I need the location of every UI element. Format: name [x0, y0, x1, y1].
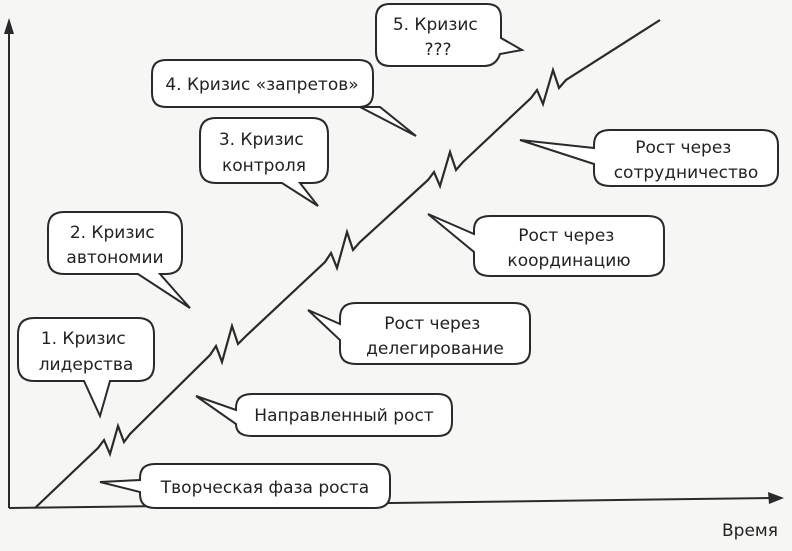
growth-bubble-2: Направленный рост — [195, 393, 453, 437]
growth-3-line-2: делегирование — [366, 339, 504, 359]
crisis-5-line-1: 5. Кризис — [393, 15, 478, 35]
growth-bubble-4-shape — [427, 213, 665, 277]
growth-5-line-2: сотрудничество — [614, 163, 759, 183]
crisis-2-line-1: 2. Кризис — [70, 223, 155, 243]
crisis-bubble-5: 5. Кризис ??? — [375, 3, 525, 67]
crisis-3-line-2: контроля — [222, 156, 306, 176]
growth-bubble-5-text: Рост через сотрудничество — [614, 138, 759, 183]
crisis-2-line-2: автономии — [66, 248, 163, 268]
crisis-bubble-4-shape — [151, 59, 417, 137]
crisis-bubble-2-text: 2. Кризис автономии — [66, 223, 163, 268]
x-axis — [8, 497, 773, 509]
growth-bubble-5-shape — [519, 129, 779, 187]
growth-bubble-3: Рост через делегирование — [307, 302, 531, 365]
x-axis-label: Время — [722, 521, 778, 541]
crisis-bubble-3-shape — [199, 117, 329, 207]
crisis-bubble-5-shape — [375, 3, 525, 67]
crisis-bubble-1-shape — [17, 317, 155, 419]
growth-2-line-1: Направленный рост — [254, 406, 434, 426]
growth-bubble-3-text: Рост через делегирование — [366, 314, 504, 359]
y-axis-arrowhead — [4, 18, 14, 34]
growth-4-line-1: Рост через — [518, 226, 614, 246]
x-axis-arrowhead — [768, 492, 784, 504]
crisis-bubble-2: 2. Кризис автономии — [47, 211, 191, 309]
growth-bubble-2-text: Направленный рост — [254, 406, 434, 426]
crisis-bubble-4-text: 4. Кризис «запретов» — [165, 75, 358, 95]
crisis-bubble-3: 3. Кризис контроля — [199, 117, 329, 207]
growth-bubble-5: Рост через сотрудничество — [519, 129, 779, 187]
growth-bubble-1-text: Творческая фаза роста — [160, 478, 369, 498]
growth-bubble-4-text: Рост через координацию — [507, 226, 630, 271]
growth-line — [34, 19, 661, 509]
crisis-1-line-2: лидерства — [39, 355, 134, 375]
crisis-3-line-1: 3. Кризис — [219, 130, 304, 150]
growth-3-line-1: Рост через — [384, 314, 480, 334]
crisis-bubble-5-text: 5. Кризис ??? — [393, 15, 483, 60]
crisis-bubble-1-text: 1. Кризис лидерства — [39, 329, 134, 375]
crisis-4-line-1: 4. Кризис «запретов» — [165, 75, 358, 95]
crisis-bubble-1: 1. Кризис лидерства — [17, 317, 155, 419]
growth-1-line-1: Творческая фаза роста — [160, 478, 369, 498]
growth-bubble-4: Рост через координацию — [427, 213, 665, 277]
growth-bubble-1-shape — [99, 463, 391, 509]
growth-bubble-3-shape — [307, 302, 531, 365]
growth-bubble-1: Творческая фаза роста — [99, 463, 391, 509]
growth-bubble-2-shape — [195, 393, 453, 437]
crisis-5-line-2: ??? — [424, 40, 451, 60]
crisis-1-line-1: 1. Кризис — [41, 329, 126, 349]
growth-4-line-2: координацию — [507, 251, 630, 271]
crisis-bubble-2-shape — [47, 211, 191, 309]
crisis-bubble-4: 4. Кризис «запретов» — [151, 59, 417, 137]
axes — [4, 18, 784, 509]
crisis-bubble-3-text: 3. Кризис контроля — [219, 130, 309, 176]
growth-5-line-1: Рост через — [635, 138, 731, 158]
